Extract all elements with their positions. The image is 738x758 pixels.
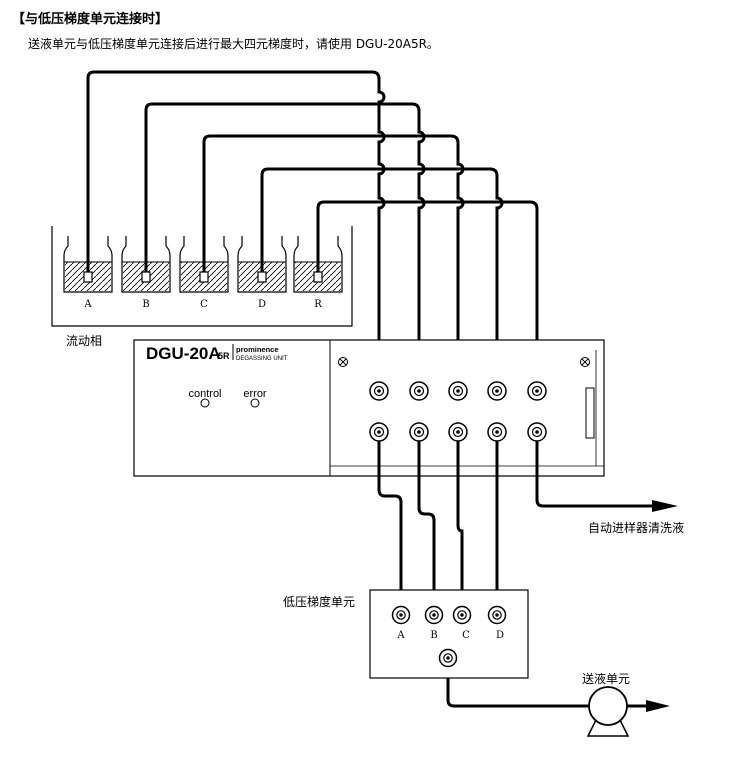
port-icon xyxy=(527,381,547,401)
degasser-ports xyxy=(369,381,547,442)
bottle-label-r: R xyxy=(314,299,322,310)
port-icon xyxy=(409,422,429,442)
bottle-label-c: C xyxy=(200,299,208,310)
port-icon xyxy=(487,381,507,401)
outlet-tubing xyxy=(377,430,657,708)
port-icon xyxy=(424,605,444,625)
reservoir-tubing xyxy=(86,70,539,382)
arrow-right-icon xyxy=(646,700,670,712)
page-description: 送液单元与低压梯度单元连接后进行最大四元梯度时，请使用 DGU-20A5R。 xyxy=(28,37,439,51)
control-led xyxy=(200,398,210,408)
port-icon xyxy=(369,381,389,401)
lpgu-title: 低压梯度单元 xyxy=(283,594,355,609)
autosampler-rinse-label: 自动进样器清洗液 xyxy=(588,520,684,535)
lpgu-port-label-b: B xyxy=(430,630,437,641)
port-icon xyxy=(487,422,507,442)
port-icon xyxy=(438,648,458,668)
reservoir-caption: 流动相 xyxy=(66,334,102,348)
port-icon xyxy=(452,605,472,625)
degasser-model: DGU-20A xyxy=(146,344,221,363)
error-indicator-label: error xyxy=(243,388,267,400)
bottle-b xyxy=(121,236,171,293)
degasser-subtitle: DEGASSING UNIT xyxy=(236,356,288,362)
port-icon xyxy=(409,381,429,401)
lpgu-port-label-a: A xyxy=(396,630,405,641)
screw-icon xyxy=(338,357,348,367)
port-icon xyxy=(527,422,547,442)
control-indicator-label: control xyxy=(188,388,221,400)
screw-icon xyxy=(580,357,590,367)
bottle-a xyxy=(63,236,113,293)
bottle-r xyxy=(293,236,343,293)
port-icon xyxy=(391,605,411,625)
degasser-model-suffix: 5R xyxy=(218,351,230,361)
bottle-label-d: D xyxy=(258,299,266,310)
page-title: 【与低压梯度单元连接时】 xyxy=(12,12,169,27)
port-icon xyxy=(487,605,507,625)
bottle-d xyxy=(237,236,287,293)
lpgu-ports xyxy=(391,605,507,668)
degasser-unit xyxy=(133,339,605,477)
degasser-brand: prominence xyxy=(236,345,279,354)
port-icon xyxy=(369,422,389,442)
pump-label: 送液单元 xyxy=(582,671,630,686)
pump-icon xyxy=(586,686,630,737)
bottle-label-a: A xyxy=(83,299,92,310)
bottles xyxy=(63,236,343,293)
bottle-c xyxy=(179,236,229,293)
bottle-label-b: B xyxy=(142,299,149,310)
port-icon xyxy=(448,381,468,401)
reservoir-tray xyxy=(51,226,353,327)
port-icon xyxy=(448,422,468,442)
error-led xyxy=(250,398,260,408)
arrow-right-icon xyxy=(652,500,678,512)
lpgu-port-label-d: D xyxy=(496,630,504,641)
lpgu-port-label-c: C xyxy=(462,630,470,641)
